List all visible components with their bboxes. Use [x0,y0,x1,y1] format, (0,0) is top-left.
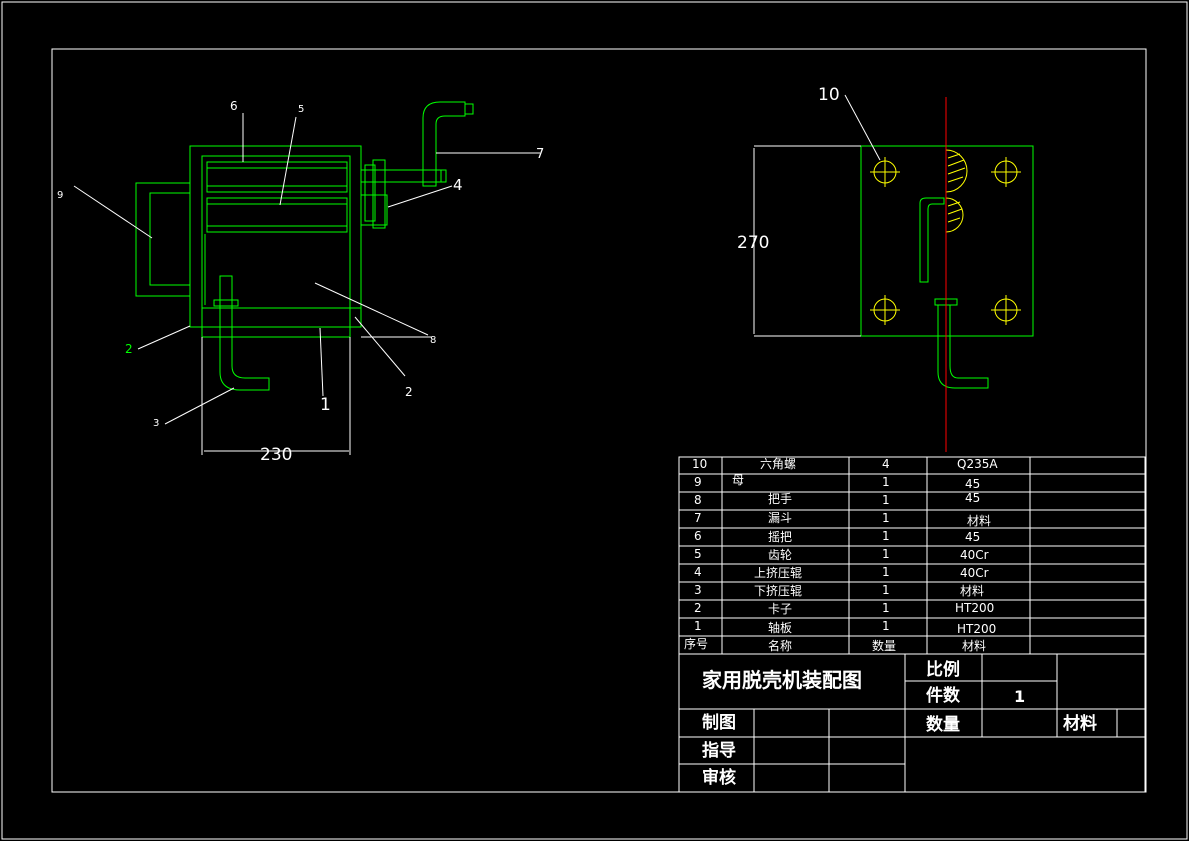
svg-text:6: 6 [694,529,702,543]
svg-text:1: 1 [882,529,890,543]
table-row: 4 上挤压辊 1 40Cr [694,565,989,580]
front-view [135,101,474,391]
svg-text:4: 4 [694,565,702,579]
svg-text:上挤压辊: 上挤压辊 [754,565,802,580]
svg-text:10: 10 [692,457,707,471]
svg-text:Q235A: Q235A [957,457,998,471]
svg-text:齿轮: 齿轮 [768,548,792,562]
svg-text:7: 7 [694,511,702,525]
drawn-by-label: 制图 [702,712,736,733]
svg-text:把手: 把手 [768,492,792,506]
svg-text:45: 45 [965,477,980,491]
table-row: 7 漏斗 1 材料 [694,511,991,528]
front-leaders [73,113,540,455]
table-row: 2 卡子 1 HT200 [694,601,994,616]
balloon-8: 8 [430,335,436,346]
svg-text:1: 1 [882,619,890,633]
svg-text:材料: 材料 [962,639,986,653]
svg-text:1: 1 [882,547,890,561]
svg-text:序号: 序号 [684,636,708,651]
table-row: 5 齿轮 1 40Cr [694,547,989,562]
balloon-1: 1 [320,395,331,415]
count-label: 件数 [926,685,961,706]
svg-text:1: 1 [882,583,890,597]
svg-text:数量: 数量 [872,638,896,653]
count-value: 1 [1014,687,1025,706]
lower-roller [206,197,348,233]
dimension-230: 230 [260,445,292,465]
table-row: 3 下挤压辊 1 材料 [694,583,984,598]
guided-by-label: 指导 [702,740,736,761]
svg-text:六角螺: 六角螺 [760,457,796,471]
scale-label: 比例 [926,659,960,680]
table-row: 6 摇把 1 45 [694,529,980,544]
svg-text:母: 母 [732,473,744,487]
svg-text:材料: 材料 [967,514,991,528]
balloon-6: 6 [230,99,238,113]
svg-text:5: 5 [694,547,702,561]
svg-text:40Cr: 40Cr [960,566,989,580]
table-row: 9 母 1 45 [694,473,980,491]
crank-handle [422,101,466,187]
svg-text:4: 4 [882,457,890,471]
housing-outer [189,145,362,328]
side-plate [860,145,1034,337]
balloon-10: 10 [818,85,840,105]
inner-frame [51,48,1147,793]
balloon-9: 9 [57,190,63,201]
title-block-grid [678,653,1146,793]
table-header-row: 序号 名称 数量 材料 [684,636,986,653]
svg-text:2: 2 [694,601,702,615]
table-row: 8 把手 1 45 [694,491,980,507]
table-row: 10 六角螺 4 Q235A [692,457,998,471]
clamp-hook [219,275,270,391]
svg-text:1: 1 [694,619,702,633]
left-handle [135,182,190,297]
svg-text:3: 3 [694,583,702,597]
upper-roller [206,161,348,193]
side-hook [919,197,945,283]
svg-text:8: 8 [694,493,702,507]
dimension-270: 270 [737,233,769,253]
side-view [754,145,1034,389]
svg-text:45: 45 [965,530,980,544]
parts-list-rows: 10 六角螺 4 Q235A 9 母 1 45 8 把手 1 45 7 漏斗 1… [684,457,998,653]
quantity-label: 数量 [926,714,960,735]
balloon-5: 5 [298,104,304,115]
parts-list-grid [678,456,1146,655]
svg-text:1: 1 [882,493,890,507]
bolt-holes [870,157,1021,325]
svg-text:HT200: HT200 [955,601,994,615]
svg-text:摇把: 摇把 [768,530,792,544]
balloon-7: 7 [536,147,544,162]
balloon-3: 3 [153,418,159,429]
reviewed-by-label: 审核 [702,767,736,788]
svg-text:轴板: 轴板 [768,620,792,635]
svg-text:1: 1 [882,511,890,525]
svg-text:卡子: 卡子 [768,602,792,616]
table-row: 1 轴板 1 HT200 [694,619,996,636]
shaft [360,169,442,183]
svg-text:漏斗: 漏斗 [768,511,792,525]
svg-text:材料: 材料 [960,584,984,598]
svg-text:40Cr: 40Cr [960,548,989,562]
svg-text:HT200: HT200 [957,622,996,636]
svg-text:1: 1 [882,601,890,615]
balloon-4: 4 [453,176,463,194]
svg-text:1: 1 [882,565,890,579]
svg-text:下挤压辊: 下挤压辊 [754,583,802,598]
svg-text:名称: 名称 [768,638,792,653]
drawing-title: 家用脱壳机装配图 [702,668,862,692]
svg-text:1: 1 [882,475,890,489]
hatched-sections [945,149,968,233]
balloon-2-left: 2 [125,342,133,356]
svg-text:9: 9 [694,475,702,489]
material-label: 材料 [1063,713,1097,734]
svg-text:45: 45 [965,491,980,505]
balloon-2-right: 2 [405,385,413,399]
